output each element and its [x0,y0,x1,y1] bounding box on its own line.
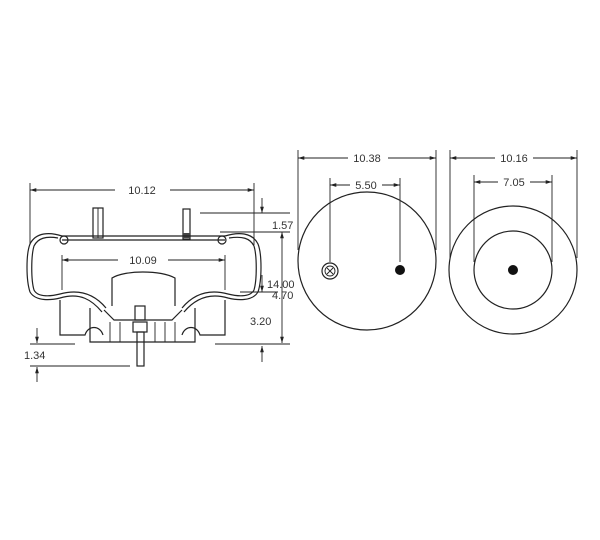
bottom-view: 10.16 7.05 [448,150,578,335]
piston-height-label: 3.20 [250,316,271,328]
overall-width-label: 10.12 [128,185,156,197]
mounting-studs [92,207,191,240]
stud-spacing-label: 5.50 [355,180,376,192]
piston-diameter-label: 7.05 [503,177,524,189]
top-diameter-label: 10.38 [353,153,381,165]
bottom-diameter-label: 10.16 [500,153,528,165]
bellows [26,233,262,313]
max-height-label: 14.00 [267,279,295,291]
side-view: 10.12 10.09 [24,183,295,382]
bolt-extension-label: 1.34 [24,350,45,362]
bolt-extension-dimension: 1.34 [24,328,130,382]
stud-dot [395,265,405,275]
top-view: 10.38 5.50 [297,150,437,331]
overall-width-dimension: 10.12 [29,183,255,245]
height-dimensions: 1.57 14.00 4.70 3.20 [200,198,295,362]
min-height-label: 4.70 [272,290,293,302]
stud-height-label: 1.57 [272,220,293,232]
center-dot [508,265,518,275]
inner-width-dimension: 10.09 [61,255,226,290]
piston [59,271,226,367]
air-fitting-icon [321,262,339,280]
inner-width-label: 10.09 [129,255,157,267]
